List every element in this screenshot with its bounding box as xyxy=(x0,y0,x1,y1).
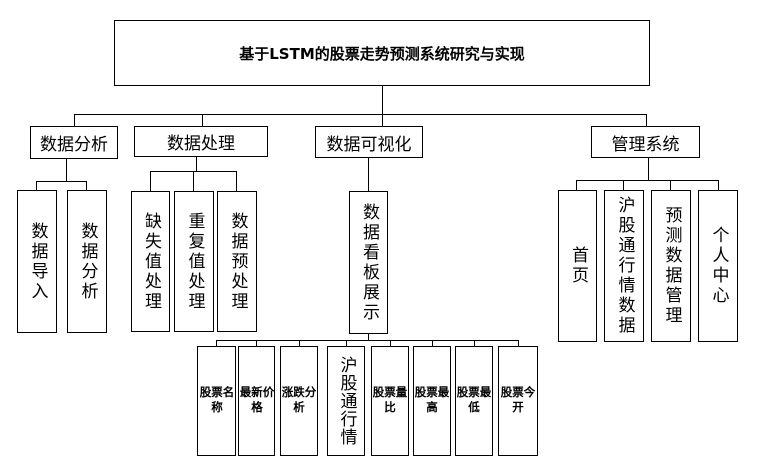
module-management-system: 管理系统 xyxy=(591,126,700,158)
board-open: 股票今开 xyxy=(498,346,538,456)
board-label: 涨跌分析 xyxy=(281,385,317,414)
board-label: 股票最高 xyxy=(414,385,450,414)
node-prediction-management: 预测数据管理 xyxy=(651,190,691,342)
node-label: 首页 xyxy=(568,246,588,286)
node-label: 重复值处理 xyxy=(184,211,205,312)
board-label: 股票名称 xyxy=(199,385,235,414)
board-label: 股票今开 xyxy=(500,385,536,414)
board-label: 最新价格 xyxy=(239,385,275,414)
module-label: 数据分析 xyxy=(40,135,108,155)
node-missing-value: 缺失值处理 xyxy=(131,191,170,332)
module-data-processing: 数据处理 xyxy=(134,126,268,157)
module-label: 数据处理 xyxy=(167,134,235,154)
board-label: 股票量比 xyxy=(372,385,408,414)
root-node: 基于LSTM的股票走势预测系统研究与实现 xyxy=(114,20,650,86)
board-hk-connect: 沪股通行情 xyxy=(327,346,365,456)
board-stock-name: 股票名称 xyxy=(197,346,236,456)
module-data-analysis: 数据分析 xyxy=(30,126,118,159)
board-rise-fall: 涨跌分析 xyxy=(280,346,318,456)
node-label: 个人中心 xyxy=(708,226,729,306)
node-personal-center: 个人中心 xyxy=(698,190,738,342)
board-latest-price: 最新价格 xyxy=(238,346,275,456)
node-label: 数据导入 xyxy=(27,221,48,302)
module-label: 数据可视化 xyxy=(326,134,412,155)
board-label: 沪股通行情 xyxy=(336,356,357,446)
board-high: 股票最高 xyxy=(413,346,451,456)
board-low: 股票最低 xyxy=(455,346,493,456)
node-dashboard: 数据看板展示 xyxy=(349,191,388,334)
node-label: 数据分析 xyxy=(77,221,98,302)
module-label: 管理系统 xyxy=(611,134,680,155)
node-home: 首页 xyxy=(558,190,597,342)
node-label: 数据看板展示 xyxy=(359,202,379,323)
node-data-analysis: 数据分析 xyxy=(67,190,107,333)
module-data-visualization: 数据可视化 xyxy=(315,126,423,158)
node-label: 数据预处理 xyxy=(227,211,248,312)
node-label: 预测数据管理 xyxy=(661,206,682,326)
board-volume-ratio: 股票量比 xyxy=(371,346,409,456)
node-data-import: 数据导入 xyxy=(17,190,57,333)
node-hk-connect-data: 沪股通行情数据 xyxy=(604,190,644,342)
board-label: 股票最低 xyxy=(456,385,492,414)
node-preprocessing: 数据预处理 xyxy=(217,191,257,332)
node-duplicate-value: 重复值处理 xyxy=(174,191,214,332)
node-label: 沪股通行情数据 xyxy=(614,196,635,336)
root-title: 基于LSTM的股票走势预测系统研究与实现 xyxy=(239,44,525,63)
node-label: 缺失值处理 xyxy=(141,211,161,312)
